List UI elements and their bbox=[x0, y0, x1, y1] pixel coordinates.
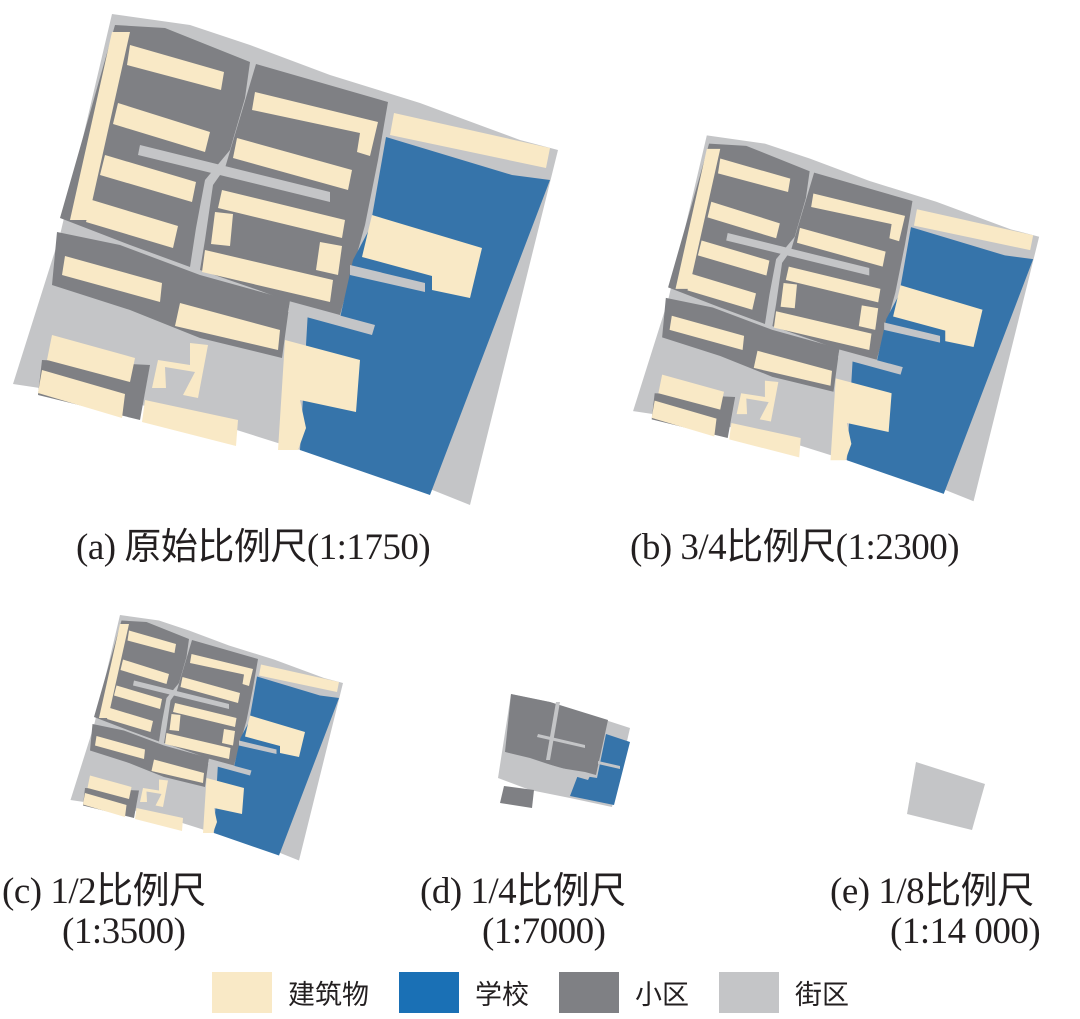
legend-label-building: 建筑物 bbox=[288, 979, 369, 1011]
map-three-quarter-scale bbox=[633, 135, 1040, 502]
caption-panel-a: (a) 原始比例尺(1:1750) bbox=[76, 527, 431, 568]
legend-label-residential: 小区 bbox=[635, 979, 689, 1011]
map-panel-b bbox=[622, 125, 1042, 505]
caption-panel-d: (d) 1/4比例尺 (1:7000) bbox=[420, 872, 626, 952]
caption-panel-c-line1: (c) 1/2比例尺 bbox=[2, 871, 206, 912]
caption-panel-b: (b) 3/4比例尺(1:2300) bbox=[630, 527, 960, 568]
caption-panel-c: (c) 1/2比例尺 (1:3500) bbox=[2, 872, 206, 952]
map-half-scale bbox=[70, 615, 343, 861]
map-panel-d bbox=[490, 690, 635, 815]
map-panel-e bbox=[900, 758, 990, 833]
legend-label-block: 街区 bbox=[795, 979, 849, 1011]
caption-panel-e-line1: (e) 1/8比例尺 bbox=[830, 871, 1034, 912]
school-swatch-icon bbox=[399, 971, 459, 1013]
residential-swatch-icon bbox=[559, 971, 619, 1013]
legend: 建筑物 学校 小区 街区 bbox=[212, 970, 879, 1014]
caption-panel-b-text: (b) 3/4比例尺(1:2300) bbox=[630, 527, 960, 568]
map-eighth-scale bbox=[907, 762, 985, 830]
caption-panel-e: (e) 1/8比例尺 (1:14 000) bbox=[830, 871, 1041, 952]
legend-item-building: 建筑物 bbox=[212, 971, 369, 1013]
building-swatch-icon bbox=[212, 971, 272, 1013]
caption-panel-d-line1: (d) 1/4比例尺 bbox=[420, 871, 626, 912]
map-quarter-scale bbox=[498, 694, 630, 808]
legend-item-block: 街区 bbox=[719, 971, 849, 1013]
block-swatch-icon bbox=[719, 971, 779, 1013]
legend-label-school: 学校 bbox=[475, 979, 529, 1011]
legend-item-school: 学校 bbox=[399, 971, 529, 1013]
caption-panel-e-line2: (1:14 000) bbox=[890, 911, 1041, 952]
map-panel-a bbox=[0, 0, 560, 510]
caption-panel-d-line2: (1:7000) bbox=[482, 911, 606, 952]
map-original-scale bbox=[13, 14, 558, 505]
legend-item-residential: 小区 bbox=[559, 971, 689, 1013]
caption-panel-a-text: (a) 原始比例尺(1:1750) bbox=[76, 527, 431, 568]
caption-panel-c-line2: (1:3500) bbox=[62, 911, 186, 952]
map-panel-c bbox=[64, 608, 344, 863]
